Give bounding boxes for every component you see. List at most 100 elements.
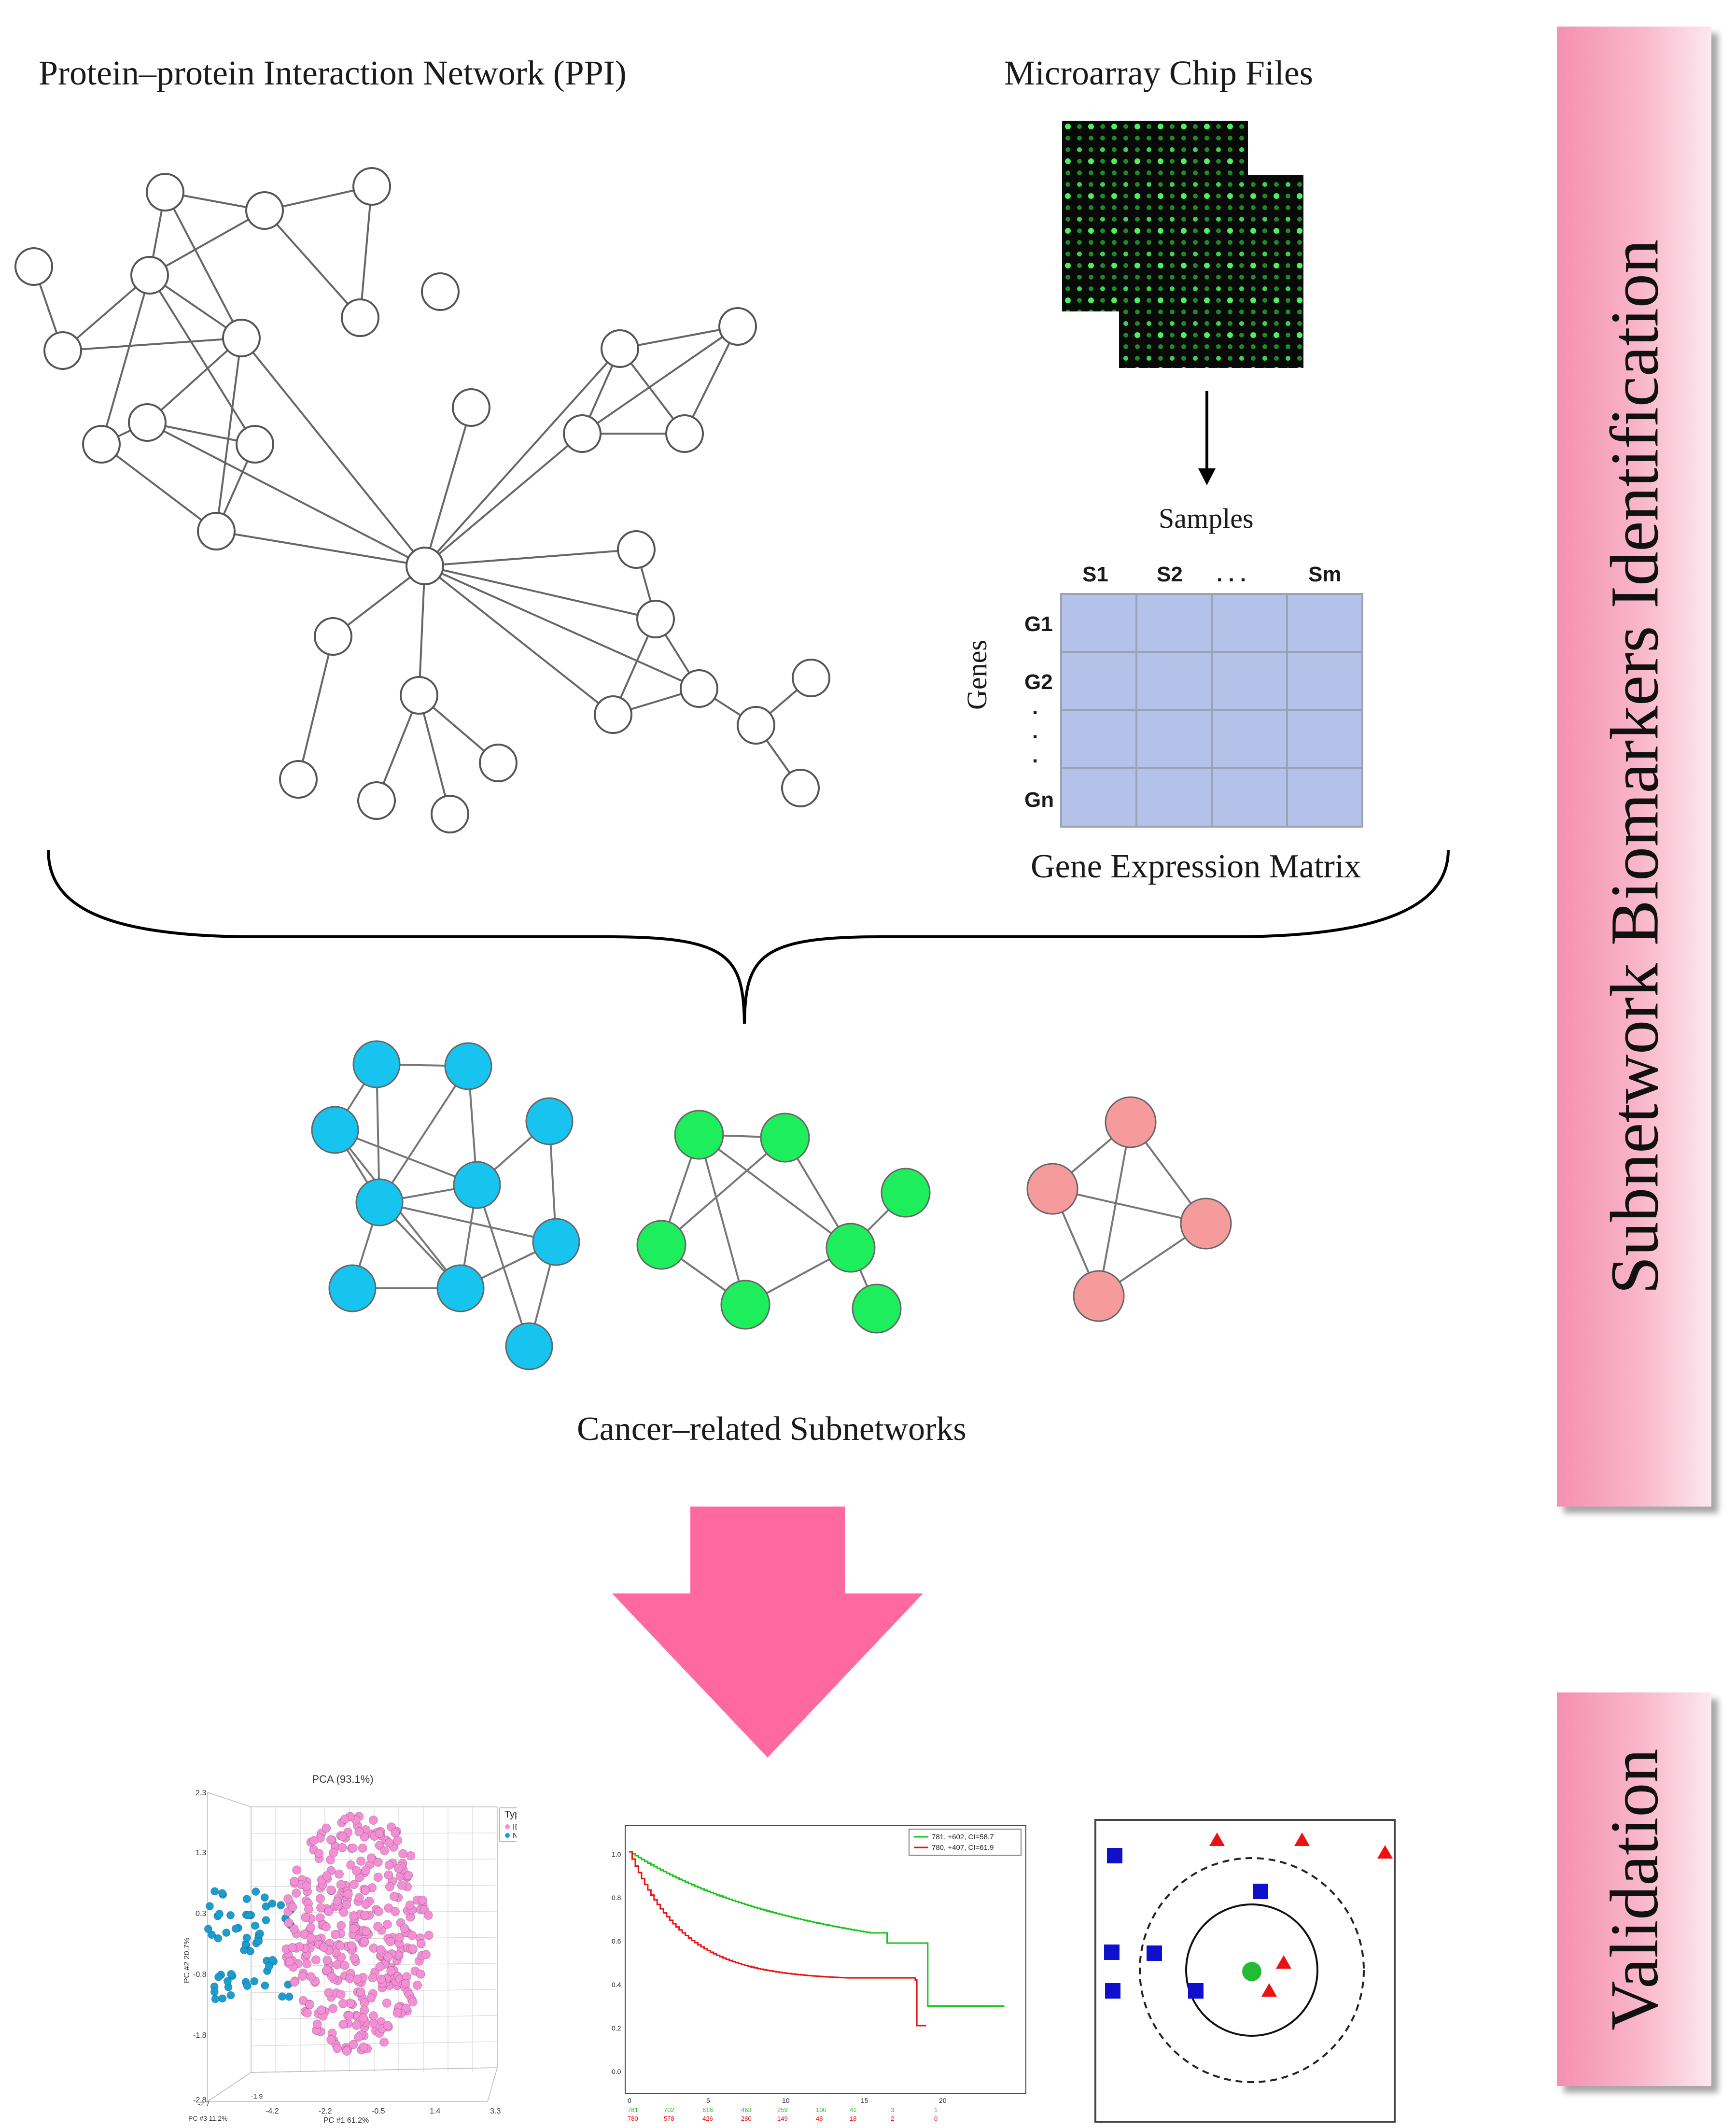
pca-point (223, 1977, 232, 1986)
km-risk-number: 1 (934, 2106, 938, 2114)
pca-point (347, 1941, 356, 1951)
pca-point (340, 1960, 350, 1970)
pca-point (383, 1952, 393, 1962)
microarray-chips (1062, 121, 1303, 368)
pca-point (407, 1931, 417, 1940)
pca-point (349, 1911, 359, 1920)
pca-z-axis-label: PC #3 11.2% (188, 2114, 227, 2122)
pca-point (329, 1848, 338, 1858)
pca-point (392, 2008, 402, 2018)
pca-point (330, 1930, 340, 1939)
pca-point (214, 1973, 223, 1981)
pca-point (369, 2011, 378, 2021)
pca-legend-idc: IDC (513, 1823, 517, 1832)
pca-point (342, 2046, 351, 2056)
ppi-network (14, 167, 830, 833)
pca-point (227, 1970, 236, 1978)
pca-point (384, 1860, 394, 1870)
pca-point (376, 1945, 385, 1955)
pca-point (336, 1989, 346, 1999)
pca-point (283, 1894, 293, 1903)
pca-point (324, 1907, 334, 1917)
km-risk-number: 280 (741, 2115, 752, 2122)
pca-point (368, 1973, 378, 1983)
matrix-caption: Gene Expression Matrix (1031, 848, 1361, 885)
km-risk-number: 616 (702, 2106, 713, 2114)
km-risk-number: 578 (664, 2115, 674, 2122)
pca-point (366, 1853, 376, 1863)
pca-point (290, 1977, 299, 1987)
pca-point (354, 2032, 363, 2042)
matrix-col-2: S2 (1157, 563, 1183, 586)
pca-point (335, 1869, 344, 1879)
pca-point (218, 1889, 226, 1898)
pca-point (327, 1972, 336, 1981)
pca-point (312, 2019, 322, 2029)
pca-point (231, 1924, 240, 1933)
km-risk-number: 426 (702, 2115, 713, 2122)
matrix-row-5: . (1032, 744, 1038, 767)
km-risk-number: 780 (628, 2115, 638, 2122)
pca-point (326, 1835, 336, 1845)
pca-point (384, 1838, 394, 1847)
pca-point (306, 1933, 316, 1943)
pca-point (366, 1993, 376, 2003)
pca-point (301, 1913, 310, 1922)
pca-point (385, 1882, 394, 1891)
pca-point (408, 1944, 418, 1954)
km-x-tick: 10 (782, 2097, 790, 2104)
pca-point (349, 2040, 358, 2049)
pca-point (324, 1988, 334, 1998)
matrix-col-4: Sm (1308, 563, 1342, 586)
pca-point (338, 2020, 348, 2029)
km-risk-number: 100 (816, 2106, 826, 2114)
pca-point (244, 1911, 253, 1919)
pca-point (373, 1922, 383, 1931)
pca-point (226, 1991, 235, 2000)
pca-plot: PCA (93.1%) Type IDC Normal 2.3 1.3 0.3 … (179, 1768, 544, 2126)
km-y-tick: 0.4 (612, 1981, 621, 1988)
expression-matrix-grid (1060, 593, 1363, 828)
matrix-row-2: G2 (1024, 670, 1053, 694)
km-y-tick: 0.6 (612, 1937, 621, 1945)
pca-point (288, 1943, 297, 1952)
genes-label: Genes (961, 640, 993, 710)
pca-point (408, 1997, 418, 2007)
samples-label: Samples (1159, 503, 1254, 534)
km-risk-number: 781 (628, 2106, 638, 2114)
pca-point (350, 1953, 359, 1963)
pca-legend-normal: Normal (513, 1832, 517, 1840)
pca-point (383, 2021, 392, 2030)
matrix-col-3: . . . (1217, 563, 1246, 586)
pca-point (328, 2004, 338, 2014)
pca-point (354, 1827, 364, 1836)
matrix-row-4: . (1032, 719, 1038, 743)
km-y-tick: 0.2 (612, 2024, 621, 2032)
pca-point (401, 1979, 411, 1988)
pca-point (336, 1880, 346, 1889)
pca-x-tick: 3.3 (490, 2107, 501, 2115)
km-risk-number: 0 (934, 2115, 938, 2122)
pca-point (361, 1900, 371, 1909)
pca-point (394, 1863, 404, 1873)
pca-point (406, 1851, 416, 1860)
pca-point (386, 1966, 396, 1976)
pca-point (278, 1992, 286, 2001)
subnetworks-caption: Cancer–related Subnetworks (577, 1410, 966, 1448)
pca-point (298, 1972, 308, 1981)
pca-point (243, 1982, 252, 1990)
pca-point (284, 1918, 294, 1928)
pca-point (385, 1937, 395, 1946)
pca-point (311, 1955, 321, 1965)
km-risk-number: 702 (664, 2106, 674, 2114)
pca-point (306, 1972, 316, 1982)
pca-point (254, 1937, 263, 1945)
ppi-title: Protein–protein Interaction Network (PPI… (39, 54, 627, 92)
pca-point (210, 1887, 219, 1896)
pca-point (222, 1929, 231, 1937)
pca-point (338, 1832, 348, 1841)
pca-point (404, 1871, 413, 1880)
pca-point (298, 1996, 308, 2005)
pca-point (349, 1924, 359, 1933)
pca-point (375, 1962, 385, 1972)
